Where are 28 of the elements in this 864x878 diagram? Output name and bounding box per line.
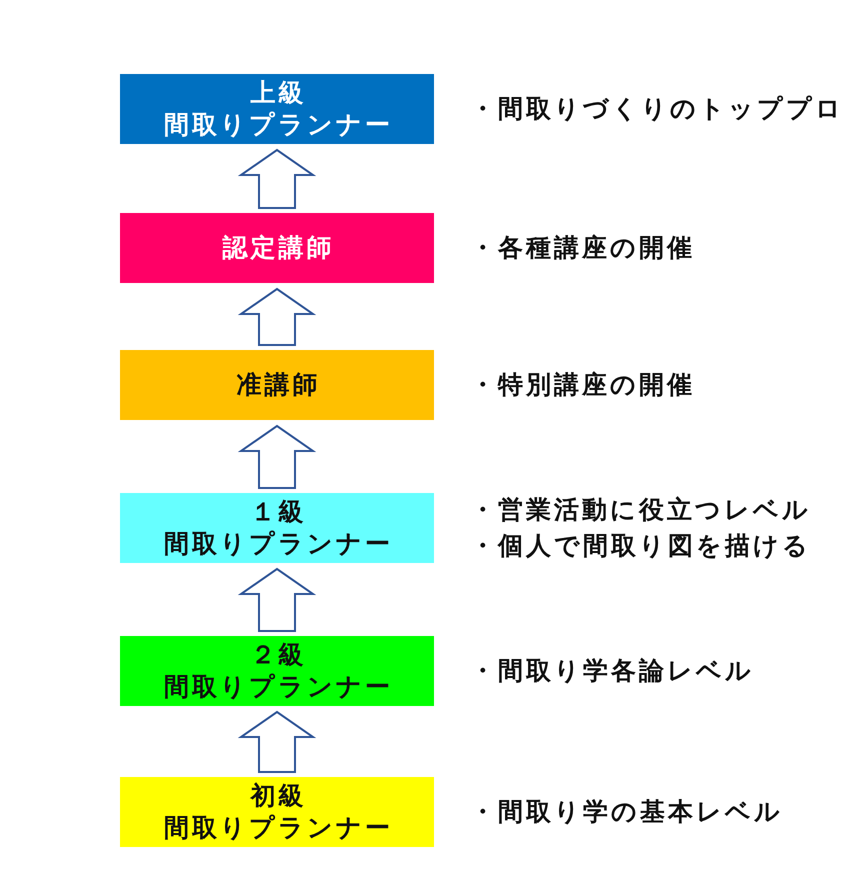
box-label: 准講師 bbox=[236, 369, 320, 401]
box-label: 認定講師 bbox=[221, 232, 334, 264]
block-arrow bbox=[238, 710, 316, 773]
level-box bbox=[120, 350, 434, 420]
level-box bbox=[120, 74, 434, 144]
block-arrow bbox=[238, 424, 316, 489]
description-text: ・間取りづくりのトッププロ bbox=[470, 93, 844, 125]
level-box bbox=[120, 636, 434, 706]
description-text: ・間取り学の基本レベル bbox=[470, 796, 783, 828]
description-text: ・営業活動に役立つレベル bbox=[470, 494, 811, 526]
description-text: ・特別講座の開催 bbox=[470, 369, 695, 401]
level-box bbox=[120, 777, 434, 847]
box-label: 上級 bbox=[250, 77, 306, 109]
block-arrow bbox=[238, 288, 316, 346]
box-label: 間取りプランナー bbox=[163, 671, 393, 703]
box-label: 間取りプランナー bbox=[163, 109, 393, 141]
description-text: ・個人で間取り図を描ける bbox=[470, 530, 811, 562]
box-label: ２級 bbox=[250, 639, 306, 671]
box-label: 間取りプランナー bbox=[163, 528, 393, 560]
description-text: ・間取り学各論レベル bbox=[470, 655, 754, 687]
block-arrow bbox=[238, 568, 316, 632]
description-text: ・各種講座の開催 bbox=[470, 232, 695, 264]
level-box bbox=[120, 213, 434, 283]
box-label: 間取りプランナー bbox=[163, 812, 393, 844]
box-label: １級 bbox=[250, 496, 306, 528]
box-label: 初級 bbox=[249, 780, 306, 812]
block-arrow bbox=[238, 148, 316, 209]
level-box bbox=[120, 493, 434, 563]
